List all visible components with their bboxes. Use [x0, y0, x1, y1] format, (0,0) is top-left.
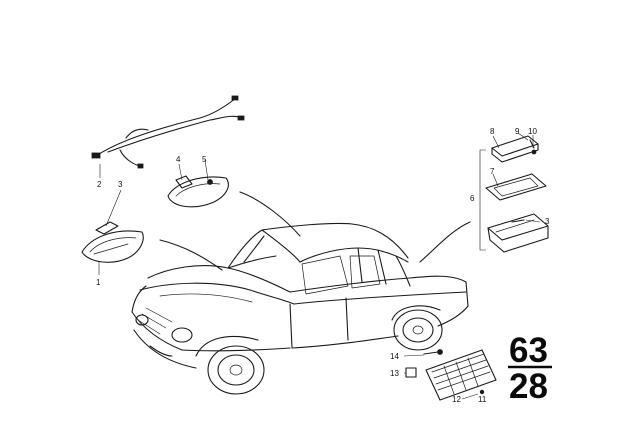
callout-13: 13: [390, 369, 399, 378]
section-sub-number: 28: [509, 367, 548, 406]
harness-route-line: [159, 239, 223, 271]
callout-10: 10: [528, 127, 537, 136]
section-main-number: 63: [509, 331, 548, 370]
section-number: 63 28: [508, 331, 552, 406]
callout-1: 1: [96, 278, 101, 287]
callout-labels: 1 2 3 4 5 6 7 8 9 10 3 11 12 13 14: [96, 127, 550, 404]
car-illustration: [131, 222, 469, 395]
harness-route-line: [419, 221, 471, 263]
callout-8: 8: [490, 127, 495, 136]
lamp-frame-icon: [479, 135, 549, 253]
callout-14: 14: [390, 352, 399, 361]
callout-3-right: 3: [545, 217, 550, 226]
leader-lines: [98, 132, 541, 400]
lens-grille-icon: [405, 349, 497, 401]
callout-12: 12: [452, 395, 461, 404]
callout-2: 2: [97, 180, 102, 189]
callout-6: 6: [470, 194, 475, 203]
callout-7: 7: [490, 167, 495, 176]
wiring-harness-icon: [91, 95, 245, 169]
interior-lamp-icon: [81, 221, 144, 263]
callout-11: 11: [478, 395, 487, 404]
festoon-bulb-icon: [423, 351, 439, 355]
callout-5: 5: [202, 155, 207, 164]
festoon-bulb-icon: [511, 219, 525, 223]
callout-9: 9: [515, 127, 520, 136]
interior-lamp-icon: [167, 175, 229, 208]
callout-3: 3: [118, 180, 123, 189]
callout-4: 4: [176, 155, 181, 164]
harness-route-line: [239, 191, 301, 237]
